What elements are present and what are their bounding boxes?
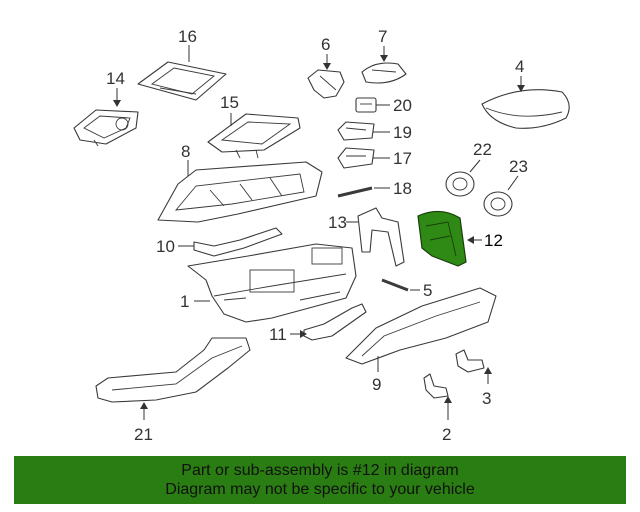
callout-21: 21 xyxy=(134,425,153,444)
callout-7: 7 xyxy=(378,27,387,46)
callout-22: 22 xyxy=(473,140,492,159)
callout-4: 4 xyxy=(515,57,524,76)
callout-3: 3 xyxy=(482,389,491,408)
part-18[interactable] xyxy=(337,186,373,198)
callout-19: 19 xyxy=(393,123,412,142)
part-20[interactable] xyxy=(355,97,377,113)
callout-14: 14 xyxy=(106,69,125,88)
callout-2: 2 xyxy=(442,425,451,444)
callout-6: 6 xyxy=(321,35,330,54)
callout-16: 16 xyxy=(178,27,197,46)
callout-10: 10 xyxy=(156,237,175,256)
callout-17: 17 xyxy=(393,149,412,168)
callout-1: 1 xyxy=(180,292,189,311)
part-21[interactable] xyxy=(95,337,251,403)
callout-20: 20 xyxy=(393,96,412,115)
part-1[interactable] xyxy=(187,243,357,323)
part-5[interactable] xyxy=(381,278,409,292)
part-6[interactable] xyxy=(307,69,345,99)
callout-8: 8 xyxy=(181,142,190,161)
part-10[interactable] xyxy=(193,227,283,257)
part-11[interactable] xyxy=(303,303,367,341)
part-17[interactable] xyxy=(337,147,375,169)
part-13[interactable] xyxy=(357,207,405,267)
part-14[interactable] xyxy=(73,109,139,147)
part-12-highlighted[interactable] xyxy=(417,210,467,267)
part-23[interactable] xyxy=(483,191,513,217)
callout-5: 5 xyxy=(423,281,432,300)
part-16[interactable] xyxy=(137,61,227,101)
callout-13: 13 xyxy=(328,213,347,232)
banner-line-1: Part or sub-assembly is #12 in diagram xyxy=(181,462,459,479)
info-banner: Part or sub-assembly is #12 in diagram D… xyxy=(14,456,626,504)
callout-23: 23 xyxy=(509,157,528,176)
callout-9: 9 xyxy=(372,375,381,394)
part-19[interactable] xyxy=(337,121,375,141)
callout-11: 11 xyxy=(269,325,287,344)
part-2[interactable] xyxy=(423,373,449,399)
callout-15: 15 xyxy=(220,93,239,112)
part-3[interactable] xyxy=(455,349,485,373)
part-7[interactable] xyxy=(361,62,407,84)
callout-12: 12 xyxy=(484,231,503,250)
part-22[interactable] xyxy=(445,171,475,197)
part-15[interactable] xyxy=(207,113,301,159)
part-8[interactable] xyxy=(157,161,323,223)
part-4[interactable] xyxy=(481,89,570,129)
callout-18: 18 xyxy=(393,179,412,198)
banner-line-2: Diagram may not be specific to your vehi… xyxy=(165,481,475,498)
parts-diagram: 16 14 6 7 4 20 15 xyxy=(73,27,570,444)
part-9[interactable] xyxy=(345,287,497,365)
